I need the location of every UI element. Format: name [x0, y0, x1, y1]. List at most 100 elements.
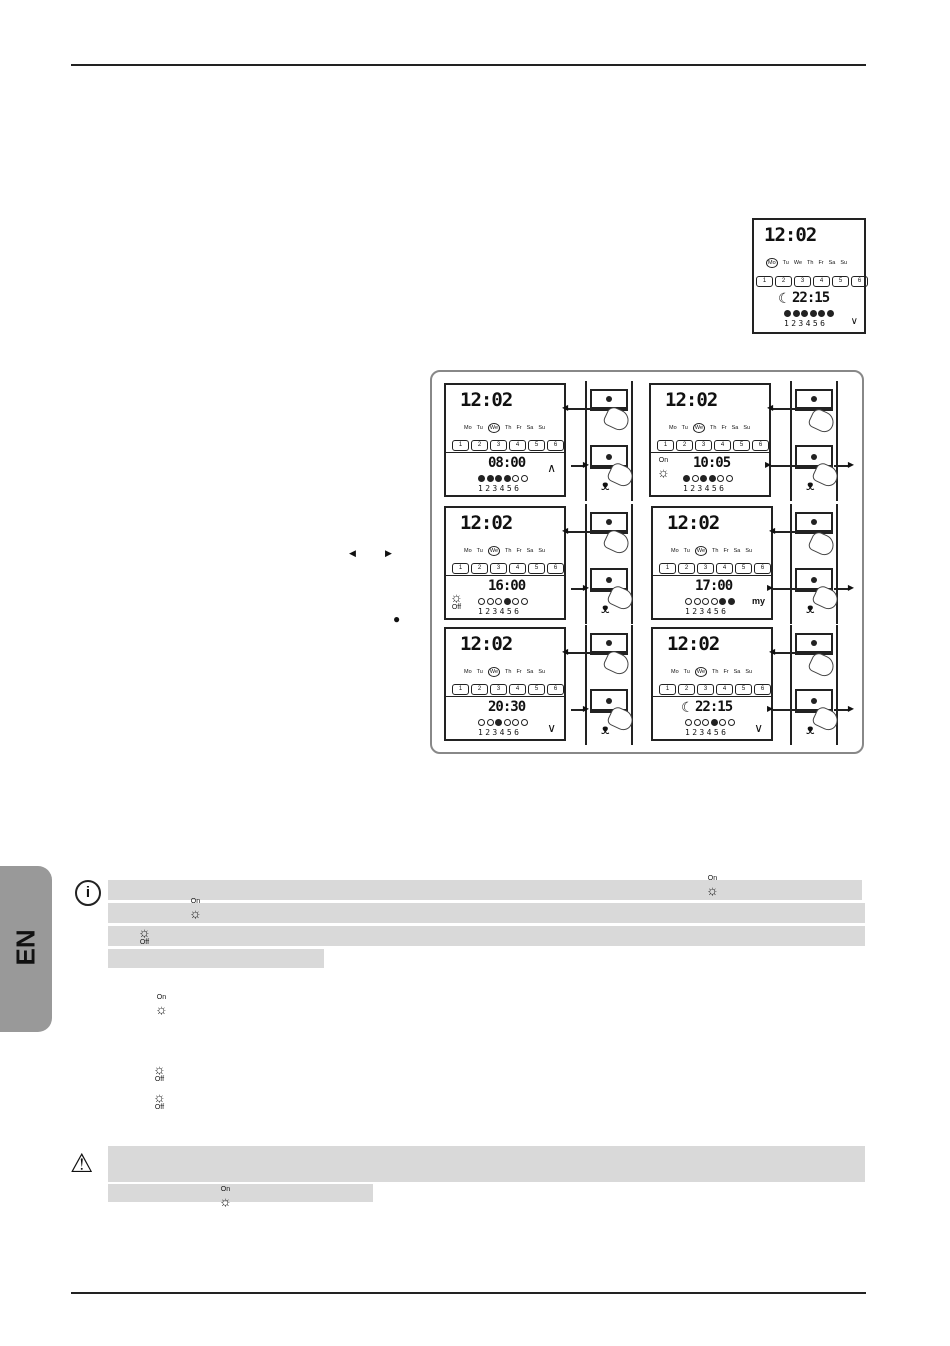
hand-press-icon [807, 530, 837, 558]
screen-event-time: 17:00 [695, 578, 732, 594]
screen-panel-line [446, 575, 564, 576]
day-th: Th [710, 425, 716, 431]
day-su: Su [745, 548, 752, 554]
remote-dot [606, 519, 612, 525]
dot [504, 719, 511, 726]
tab-3: 3 [697, 563, 714, 574]
day-th: Th [712, 548, 718, 554]
dot [478, 719, 485, 726]
screen-event-time: 10:05 [693, 455, 730, 471]
dot [495, 598, 502, 605]
screen-numbers: 123456 [685, 728, 728, 737]
tab-1: 1 [657, 440, 674, 451]
day-tu: Tu [684, 669, 690, 675]
tab-1: 1 [452, 684, 469, 695]
day-we: We [794, 260, 802, 266]
dot [512, 598, 519, 605]
day-fr: Fr [721, 425, 726, 431]
screen-panel-line [653, 575, 771, 576]
left-pointing-arrow: ◀ [773, 531, 796, 533]
screen-tabs: 123456 [452, 563, 564, 574]
left-arrow-icon: ◀ [349, 548, 356, 559]
moon-icon: ☾ [778, 290, 791, 307]
dot [521, 598, 528, 605]
screen-tabs: 123456 [452, 440, 564, 451]
preview-tabs: 1 2 3 4 5 6 [756, 276, 868, 287]
info-bar-1 [108, 880, 862, 900]
sequence-screen-3: 12:02MoTuWeThFrSaSu12345616:00123456☼Off [444, 506, 566, 620]
left-pointing-arrow: ◀ [773, 652, 796, 654]
info-icon: i [75, 880, 101, 906]
tab-5: 5 [528, 684, 545, 695]
day-mo: Mo [671, 669, 679, 675]
dot [728, 719, 735, 726]
screen-days: MoTuWeThFrSaSu [464, 423, 545, 433]
tab-3: 3 [490, 440, 507, 451]
left-pointing-arrow: ◀ [566, 408, 591, 410]
day-we: We [693, 423, 705, 433]
dot [726, 475, 733, 482]
tab-3: 3 [490, 684, 507, 695]
screen-numbers: 123456 [478, 607, 521, 616]
preview-clock: 12:02 [764, 224, 816, 246]
screen-clock: 12:02 [460, 389, 512, 411]
remote-dot [811, 519, 817, 525]
screen-dots [478, 719, 528, 726]
sun-off-icon: ☼Off [153, 1090, 166, 1112]
day-sa: Sa [734, 548, 741, 554]
screen-panel-line [651, 452, 769, 453]
tab-2: 2 [471, 440, 488, 451]
info-bar-3 [108, 926, 865, 946]
dot [827, 310, 834, 317]
day-mo: Mo [671, 548, 679, 554]
dot [512, 475, 519, 482]
warning-bar-2 [108, 1184, 373, 1202]
day-we: We [488, 423, 500, 433]
tab-4: 4 [509, 684, 526, 695]
remote-dot [811, 698, 817, 704]
day-fr: Fr [818, 260, 823, 266]
preview-event-time: 22:15 [792, 290, 829, 306]
day-fr: Fr [723, 548, 728, 554]
screen-event-time: 22:15 [695, 699, 732, 715]
screen-dots [685, 598, 735, 605]
hand-press-icon [807, 407, 837, 435]
remote-dot [811, 577, 817, 583]
dot [700, 475, 707, 482]
day-tu: Tu [783, 260, 789, 266]
tab-1: 1 [452, 440, 469, 451]
day-mo: Mo [669, 425, 677, 431]
day-sa: Sa [527, 425, 534, 431]
preview-display: 12:02 Mo Tu We Th Fr Sa Su 1 2 3 4 5 6 ☾… [752, 218, 866, 334]
tab-3: 3 [490, 563, 507, 574]
tab-5: 5 [733, 440, 750, 451]
tab-6: 6 [851, 276, 868, 287]
tab-6: 6 [754, 563, 771, 574]
right-pointing-arrow: ▶ [571, 465, 583, 467]
day-th: Th [505, 669, 511, 675]
chevron-down-icon: ∨ [754, 721, 763, 735]
dot [512, 719, 519, 726]
dot [521, 719, 528, 726]
sequence-screen-4: 12:02MoTuWeThFrSaSu12345617:00123456my [651, 506, 773, 620]
screen-dots [683, 475, 733, 482]
tab-4: 4 [509, 440, 526, 451]
day-su: Su [538, 669, 545, 675]
screen-numbers: 123456 [683, 484, 726, 493]
dot [685, 719, 692, 726]
remote-control-2: ᴥ [790, 381, 838, 501]
dot [702, 719, 709, 726]
day-mo: Mo [464, 669, 472, 675]
tab-4: 4 [509, 563, 526, 574]
dot [719, 719, 726, 726]
sun-on-icon: On☼ [155, 994, 168, 1016]
tab-3: 3 [794, 276, 811, 287]
day-tu: Tu [682, 425, 688, 431]
day-fr: Fr [516, 425, 521, 431]
day-th: Th [505, 425, 511, 431]
hand-press-icon [807, 651, 837, 679]
tab-6: 6 [754, 684, 771, 695]
exit-arrow: ▶ [834, 709, 848, 711]
dot [495, 475, 502, 482]
tab-5: 5 [832, 276, 849, 287]
